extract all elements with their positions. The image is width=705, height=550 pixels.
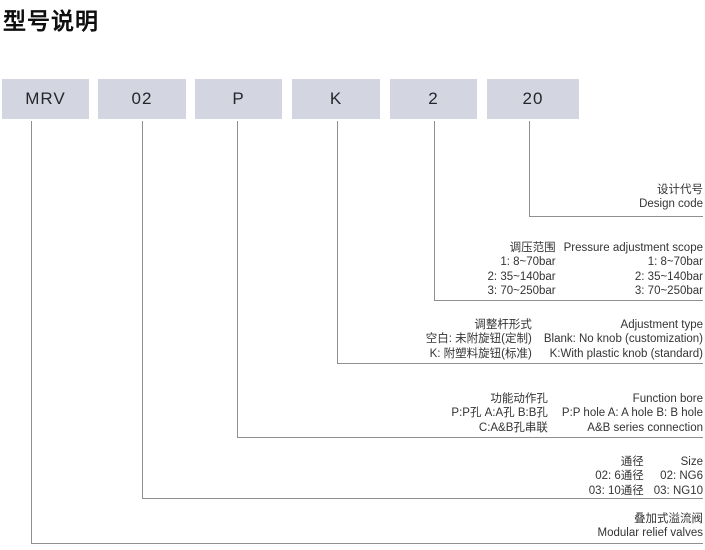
function-bore-row-en: P:P hole A: A hole B: B hole bbox=[561, 407, 703, 420]
model-segment-mrv: MRV bbox=[2, 79, 89, 119]
model-segment-pressure: 2 bbox=[390, 79, 477, 119]
adjustment-row-en: K:With plastic knob (standard) bbox=[549, 347, 703, 360]
design-code-en: Design code bbox=[639, 198, 703, 211]
pressure-header-en: Pressure adjustment scope bbox=[563, 242, 703, 254]
section-size: 通径 Size 02: 6通径 02: NG6 03: 10通径 03: NG1… bbox=[589, 455, 703, 498]
connector-line-pressure bbox=[434, 121, 435, 300]
adjustment-row-zh: K: 附塑料旋钮(标准) bbox=[429, 347, 532, 360]
model-segment-label: 20 bbox=[522, 89, 544, 108]
section-adjustment: 调整杆形式 Adjustment type 空白: 未附旋钮(定制) Blank… bbox=[426, 318, 703, 361]
model-segment-label: K bbox=[329, 89, 343, 108]
function-bore-row-zh: P:P孔 A:A孔 B:B孔 bbox=[451, 407, 548, 420]
section-product: 叠加式溢流阀 Modular relief valves bbox=[598, 512, 703, 541]
pressure-row-zh: 2: 35~140bar bbox=[487, 270, 556, 283]
pressure-row-zh: 1: 8~70bar bbox=[500, 256, 556, 269]
pressure-row-en: 2: 35~140bar bbox=[634, 270, 703, 283]
function-bore-row-en: A&B series connection bbox=[587, 421, 703, 434]
product-en: Modular relief valves bbox=[597, 527, 703, 540]
pressure-row-en: 1: 8~70bar bbox=[647, 256, 703, 269]
function-bore-header-en: Function bore bbox=[632, 393, 703, 405]
size-row-zh: 03: 10通径 bbox=[588, 484, 644, 497]
size-row-en: 02: NG6 bbox=[660, 470, 703, 483]
underline-adjustment bbox=[337, 363, 703, 364]
function-bore-row-zh: C:A&B孔串联 bbox=[478, 421, 548, 434]
adjustment-row-en: Blank: No knob (customization) bbox=[543, 333, 703, 346]
connector-line-adjustment bbox=[337, 121, 338, 363]
section-function-bore: 功能动作孔 Function bore P:P孔 A:A孔 B:B孔 P:P h… bbox=[451, 392, 703, 435]
pressure-row-en: 3: 70~250bar bbox=[634, 285, 703, 298]
size-header-en: Size bbox=[680, 456, 703, 468]
function-bore-header-zh: 功能动作孔 bbox=[490, 393, 548, 405]
underline-function-bore bbox=[237, 437, 703, 438]
underline-product bbox=[31, 543, 703, 544]
connector-line-function-bore bbox=[237, 121, 238, 437]
adjustment-header-zh: 调整杆形式 bbox=[474, 319, 532, 331]
size-row-en: 03: NG10 bbox=[653, 484, 703, 497]
size-header-zh: 通径 bbox=[620, 456, 644, 468]
product-zh: 叠加式溢流阀 bbox=[634, 513, 703, 525]
underline-pressure bbox=[434, 300, 703, 301]
connector-line-size bbox=[142, 121, 143, 498]
page-title: 型号说明 bbox=[3, 8, 99, 34]
pressure-header-zh: 调压范围 bbox=[509, 242, 556, 254]
model-segment-label: P bbox=[232, 89, 245, 108]
model-segment-function-bore: P bbox=[195, 79, 282, 119]
size-row-zh: 02: 6通径 bbox=[595, 470, 644, 483]
model-segment-label: 2 bbox=[428, 89, 439, 108]
model-segment-label: MRV bbox=[25, 89, 66, 108]
underline-size bbox=[142, 498, 703, 499]
adjustment-row-zh: 空白: 未附旋钮(定制) bbox=[425, 333, 532, 346]
underline-design-code bbox=[529, 216, 703, 217]
connector-line-mrv bbox=[31, 121, 32, 543]
model-segment-design-code: 20 bbox=[487, 79, 579, 119]
design-code-zh: 设计代号 bbox=[657, 184, 703, 196]
model-segment-adjustment: K bbox=[292, 79, 380, 119]
model-segment-size: 02 bbox=[98, 79, 186, 119]
section-design-code: 设计代号 Design code bbox=[639, 183, 703, 212]
model-segment-label: 02 bbox=[131, 89, 153, 108]
pressure-row-zh: 3: 70~250bar bbox=[487, 285, 556, 298]
adjustment-header-en: Adjustment type bbox=[620, 319, 703, 331]
section-pressure: 调压范围 Pressure adjustment scope 1: 8~70ba… bbox=[488, 241, 703, 299]
connector-line-design-code bbox=[529, 121, 530, 216]
